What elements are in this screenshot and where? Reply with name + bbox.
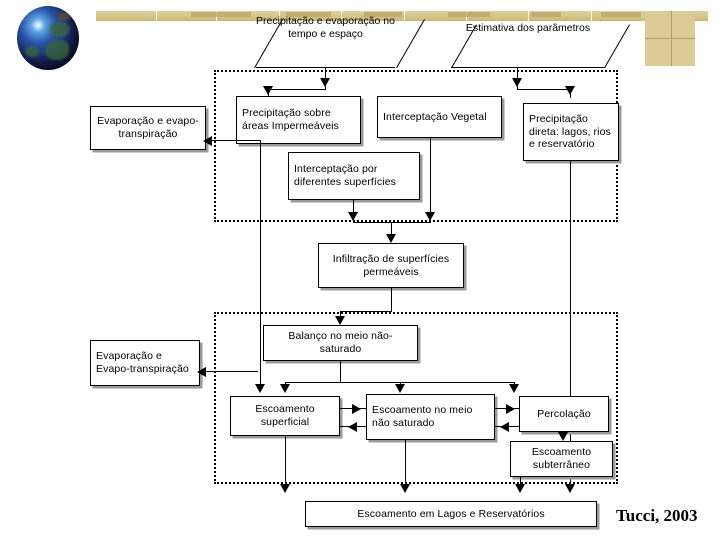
arrow-icon [386, 234, 396, 243]
box-label: Escoamento subterrâneo [531, 446, 592, 471]
box-infiltracao-superficies-permeaveis[interactable]: Infiltração de superfícies permeáveis [318, 243, 464, 288]
arrow-icon [400, 484, 410, 493]
box-label: Interceptação por diferentes superfícies [294, 163, 397, 188]
connector [517, 89, 571, 91]
arrow-icon [395, 384, 405, 393]
box-escoamento-superficial[interactable]: Escoamento superficial [230, 396, 340, 436]
connector [340, 408, 366, 410]
connector [340, 361, 342, 383]
callout-estimativa-parametros: Estimativa dos parâmetros [443, 21, 630, 69]
arrow-icon [280, 484, 290, 493]
arrow-icon [425, 212, 435, 221]
arrow-icon [263, 86, 273, 95]
citation-label: Tucci, 2003 [616, 506, 698, 525]
arrow-icon [197, 367, 206, 377]
arrow-icon [565, 484, 575, 493]
group-frame-subsuperficie [214, 312, 618, 484]
connector [206, 140, 260, 142]
connector [353, 200, 355, 218]
connector [260, 140, 262, 390]
box-label: Evaporação e Evapo-transpiração [96, 350, 189, 375]
connector [495, 426, 519, 428]
header-accent-band [96, 11, 708, 21]
connector [405, 440, 407, 490]
connector [391, 222, 393, 236]
connector [340, 311, 392, 313]
box-label: Escoamento em Lagos e Reservatórios [357, 507, 545, 520]
arrow-icon [509, 384, 519, 393]
connector [495, 408, 519, 410]
arrow-icon [320, 78, 330, 87]
connector [520, 477, 522, 490]
box-label: Interceptação Vegetal [383, 110, 487, 123]
box-balanco-meio-nao-saturado[interactable]: Balanço no meio não-saturado [263, 325, 418, 361]
connector [200, 371, 258, 373]
box-escoamento-subterraneo[interactable]: Escoamento subterrâneo [510, 441, 613, 477]
arrow-icon [335, 316, 345, 325]
arrow-icon [515, 484, 525, 493]
arrow-icon [255, 384, 265, 393]
box-label: Percolação [537, 407, 591, 420]
connector [570, 161, 572, 490]
box-label: Precipitação sobre áreas Impermeáveis [242, 107, 339, 132]
box-precipitacao-direta[interactable]: Precipitação direta: lagos, rios e reser… [523, 103, 619, 161]
header-corner-block [645, 11, 695, 66]
box-label: Escoamento no meio não saturado [372, 404, 473, 429]
box-label: Balanço no meio não-saturado [288, 330, 393, 355]
arrow-icon [203, 136, 212, 146]
callout-precipitacao-evaporacao: Precipitação e evaporação no tempo e esp… [248, 14, 425, 69]
arrow-icon [565, 86, 575, 95]
connector [340, 426, 366, 428]
arrow-icon [512, 78, 522, 87]
box-evaporacao-evapotranspiracao-topo[interactable]: Evaporação e evapo-transpiração [90, 106, 206, 150]
box-evaporacao-evapotranspiracao-baixo[interactable]: Evaporação e Evapo-transpiração [90, 340, 200, 386]
box-interceptacao-superficies[interactable]: Interceptação por diferentes superfícies [288, 152, 420, 200]
box-label: Evaporação e evapo-transpiração [97, 115, 199, 140]
connector [285, 436, 287, 490]
connector [391, 288, 393, 312]
arrow-icon [348, 212, 358, 221]
box-label: Escoamento superficial [255, 403, 315, 428]
box-label: Infiltração de superfícies permeáveis [332, 252, 450, 278]
arrow-icon [280, 384, 290, 393]
arrow-icon [558, 432, 568, 441]
connector [430, 138, 432, 218]
callout-label: Precipitação e evaporação no tempo e esp… [256, 15, 395, 40]
globe-icon [17, 6, 79, 70]
box-escoamento-lagos-reservatorios[interactable]: Escoamento em Lagos e Reservatórios [305, 501, 597, 527]
box-escoamento-meio-nao-saturado[interactable]: Escoamento no meio não saturado [366, 394, 495, 440]
box-precipitacao-areas-impermeaveis[interactable]: Precipitação sobre áreas Impermeáveis [236, 96, 361, 144]
callout-label: Estimativa dos parâmetros [465, 22, 591, 34]
box-interceptacao-vegetal[interactable]: Interceptação Vegetal [377, 96, 502, 138]
connector [268, 89, 326, 91]
box-percolacao[interactable]: Percolação [519, 396, 609, 432]
box-label: Precipitação direta: lagos, rios e reser… [529, 113, 611, 151]
